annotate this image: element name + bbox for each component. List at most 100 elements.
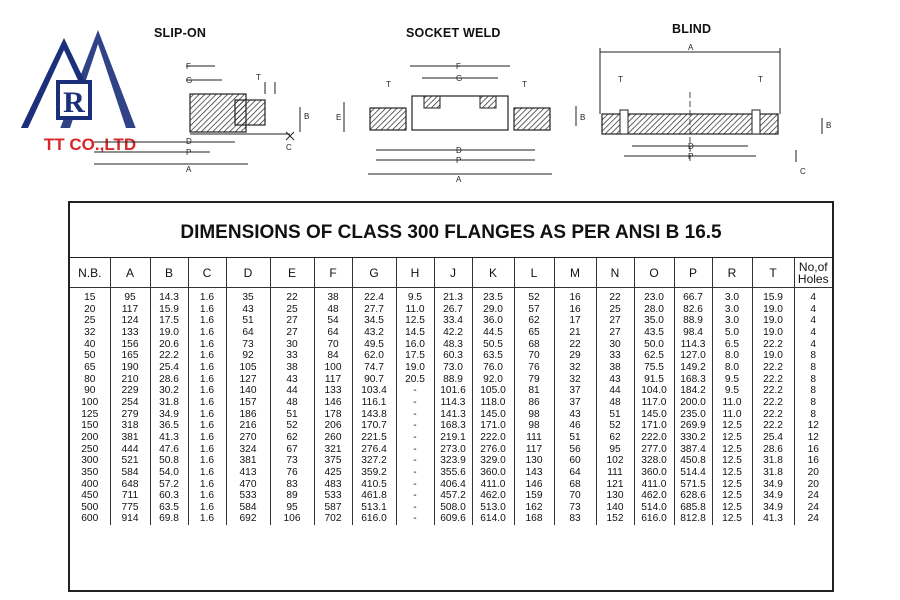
table-cell: 54 [314, 315, 353, 327]
table-cell: 318 [110, 420, 151, 432]
table-cell: 184.2 [674, 385, 713, 397]
table-cell: 413 [226, 466, 271, 479]
table-cell: 216 [226, 420, 271, 432]
table-cell: 43 [554, 408, 597, 421]
table-cell: 51 [554, 431, 597, 444]
svg-text:D: D [456, 146, 462, 155]
table-cell: 514.4 [674, 466, 713, 479]
table-cell: 48.3 [434, 338, 473, 351]
table-cell: 12.5 [712, 501, 753, 514]
svg-text:A: A [456, 175, 462, 182]
table-cell: 327.2 [352, 455, 397, 467]
table-cell: 130 [596, 490, 635, 502]
table-cell: 75.5 [634, 361, 675, 374]
table-cell: 300 [70, 455, 111, 467]
table-cell: 76 [270, 466, 315, 479]
table-cell: 8 [810, 396, 817, 408]
table-cell: 1.6 [188, 513, 227, 526]
table-cell: 50.8 [150, 455, 189, 467]
table-cell: - [396, 466, 435, 479]
table-cell: 22.2 [752, 385, 795, 397]
table-cell: 8 [810, 361, 817, 373]
table-cell: 83 [554, 513, 597, 526]
table-cell: 381 [110, 431, 151, 444]
table-cell: 133 [110, 326, 151, 339]
table-cell: 1.6 [188, 490, 227, 502]
table-cell: 30 [270, 338, 315, 351]
table-cell: 34.5 [352, 315, 397, 327]
table-cell: 711 [110, 490, 151, 502]
table-cell: - [396, 478, 435, 491]
table-cell: 69.8 [150, 513, 189, 526]
table-cell: 114.3 [674, 338, 713, 351]
table-cell: 360.0 [634, 466, 675, 479]
table-cell: 20 [70, 303, 111, 316]
table-cell: 25 [70, 315, 111, 327]
table-cell: 43.2 [352, 326, 397, 339]
table-cell: 116.1 [352, 396, 397, 409]
table-cell: 17 [554, 315, 597, 327]
table-cell: 425 [314, 466, 353, 479]
table-cell: 9.5 [396, 287, 435, 304]
table-cell: 4 [810, 338, 817, 350]
table-cell: 84 [314, 350, 353, 362]
table-cell: 41.3 [150, 431, 189, 444]
table-cell: 51 [270, 408, 315, 421]
svg-text:B: B [826, 121, 831, 130]
table-cell: 269.9 [674, 420, 713, 432]
table-cell: 68 [554, 478, 597, 491]
table-cell: 1.6 [188, 455, 227, 467]
table-cell: 168.3 [434, 420, 473, 432]
table-cell: 609.6 [434, 513, 473, 526]
table-cell: 12 [807, 431, 819, 443]
column-header: M [554, 258, 597, 288]
table-cell: 157 [226, 396, 271, 409]
table-cell: 111 [514, 431, 555, 444]
table-cell: 1.6 [188, 396, 227, 409]
table-cell: 15.9 [752, 287, 795, 304]
table-cell: 457.2 [434, 490, 473, 502]
table-cell: 28.6 [752, 443, 795, 456]
table-cell: 513.0 [472, 501, 515, 514]
table-cell: 73.0 [434, 361, 473, 374]
table-cell: - [396, 431, 435, 444]
table-cell: 34.9 [150, 408, 189, 421]
table-cell: 17.5 [150, 315, 189, 327]
table-cell: 60.3 [150, 490, 189, 502]
table-cell: 25 [270, 303, 315, 316]
table-cell: 12.5 [712, 455, 753, 467]
table-cell: 25.4 [150, 361, 189, 374]
table-cell: - [396, 513, 435, 526]
table-cell: 324 [226, 443, 271, 456]
table-cell: 143 [514, 466, 555, 479]
table-title: DIMENSIONS OF CLASS 300 FLANGES AS PER A… [70, 203, 832, 258]
table-cell: 35 [226, 287, 271, 304]
table-cell: 15.9 [150, 303, 189, 316]
table-cell: 125 [70, 408, 111, 421]
figure-label-blind: BLIND [672, 22, 712, 36]
table-cell: 250 [70, 443, 111, 456]
table-cell: 95 [270, 501, 315, 514]
table-cell: 28.6 [150, 373, 189, 386]
table-cell: 22 [596, 287, 635, 304]
column-header: No,of Holes [794, 258, 832, 288]
table-cell: 4 [810, 303, 817, 315]
table-cell: 90 [70, 385, 111, 397]
table-cell: 33.4 [434, 315, 473, 327]
table-cell: 43.5 [634, 326, 675, 339]
table-cell: 130 [514, 455, 555, 467]
table-cell: 4 [810, 292, 817, 303]
table-cell: 1.6 [188, 408, 227, 421]
table-cell: - [396, 501, 435, 514]
table-cell: 44 [596, 385, 635, 397]
table-cell: 461.8 [352, 490, 397, 502]
table-cell: 80 [70, 373, 111, 386]
table-cell: 323.9 [434, 455, 473, 467]
table-cell: 27 [596, 326, 635, 339]
table-cell: 23.5 [472, 287, 515, 304]
table-cell: 149.2 [674, 361, 713, 374]
